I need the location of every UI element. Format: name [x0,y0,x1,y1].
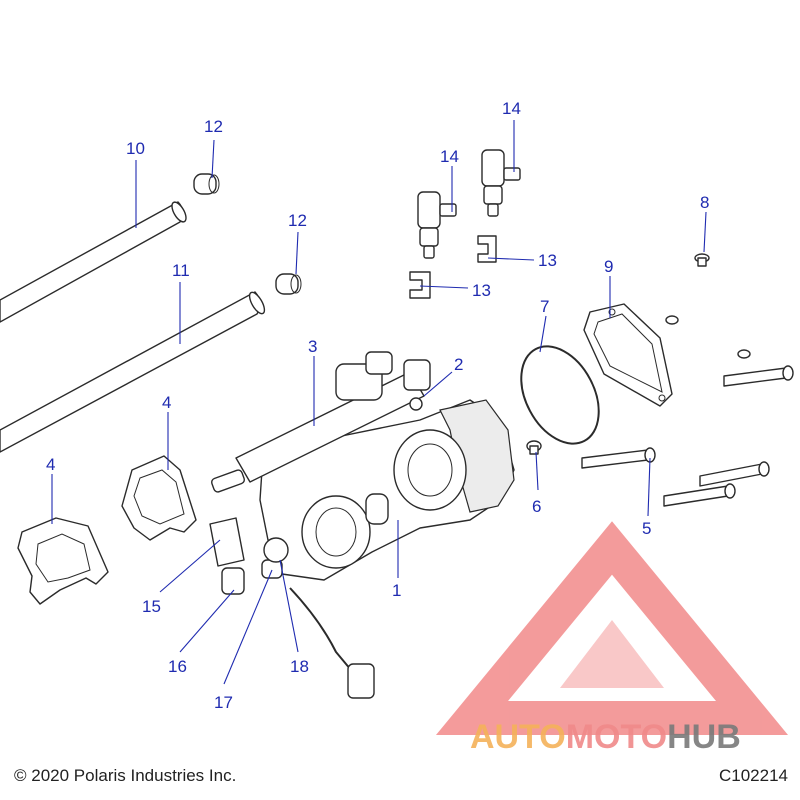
injector-14b [481,149,521,217]
callout-11: 11 [172,261,190,280]
callout-13a: 13 [538,251,557,270]
callout-16: 16 [168,657,187,676]
sensor-17 [261,559,283,579]
callout-14b: 14 [502,99,521,118]
callout-15: 15 [142,597,161,616]
watermark-hub: HUB [667,718,741,756]
hose-11 [0,291,266,453]
watermark-logo [435,521,789,735]
callout-8: 9 [604,257,613,276]
screw-9 [694,253,710,267]
callout-5: 5 [642,519,651,538]
watermark-moto: MOTO [566,718,667,756]
callout-12a: 12 [204,117,223,136]
callout-10: 10 [126,139,145,158]
cover-8 [583,303,751,407]
sensor-15 [209,517,245,567]
clamp-12a [193,173,220,195]
callout-2: 2 [454,355,463,374]
callout-6: 6 [532,497,541,516]
callout-labels: 10 11 12 12 3 2 4 4 14 14 13 13 8 9 7 6 … [46,99,709,712]
callout-4b: 4 [162,393,171,412]
hose-10 [0,201,187,323]
injector-14a [417,191,457,259]
callout-17: 17 [214,693,233,712]
callout-12b: 12 [288,211,307,230]
clamp-12b [275,273,302,295]
leader-lines [51,120,707,685]
callout-9: 8 [700,193,709,212]
o-ring-7 [520,345,600,445]
copyright-text: © 2020 Polaris Industries Inc. [14,766,237,785]
clip-13a [477,235,497,263]
bolt-5c [699,461,770,487]
gasket-4b [121,455,197,541]
sensor-16 [221,567,245,595]
callout-13b: 13 [472,281,491,300]
watermark-text: AUTOMOTOHUB [470,718,741,756]
callout-3: 3 [308,337,317,356]
callout-14a: 14 [440,147,459,166]
fuel-rail-3 [210,351,431,493]
screw-6 [526,440,542,455]
bolt-5d [663,483,736,507]
watermark-auto: AUTO [470,718,566,756]
clip-13b [409,271,431,299]
callout-1: 1 [392,581,401,600]
gasket-4a [17,517,109,605]
callout-7: 7 [540,297,549,316]
bolt-5b [581,447,656,469]
callout-4a: 4 [46,455,55,474]
diagram-id: C102214 [718,766,788,785]
bolt-5a [723,365,794,387]
callout-18: 18 [290,657,309,676]
sensor-18 [263,537,375,699]
